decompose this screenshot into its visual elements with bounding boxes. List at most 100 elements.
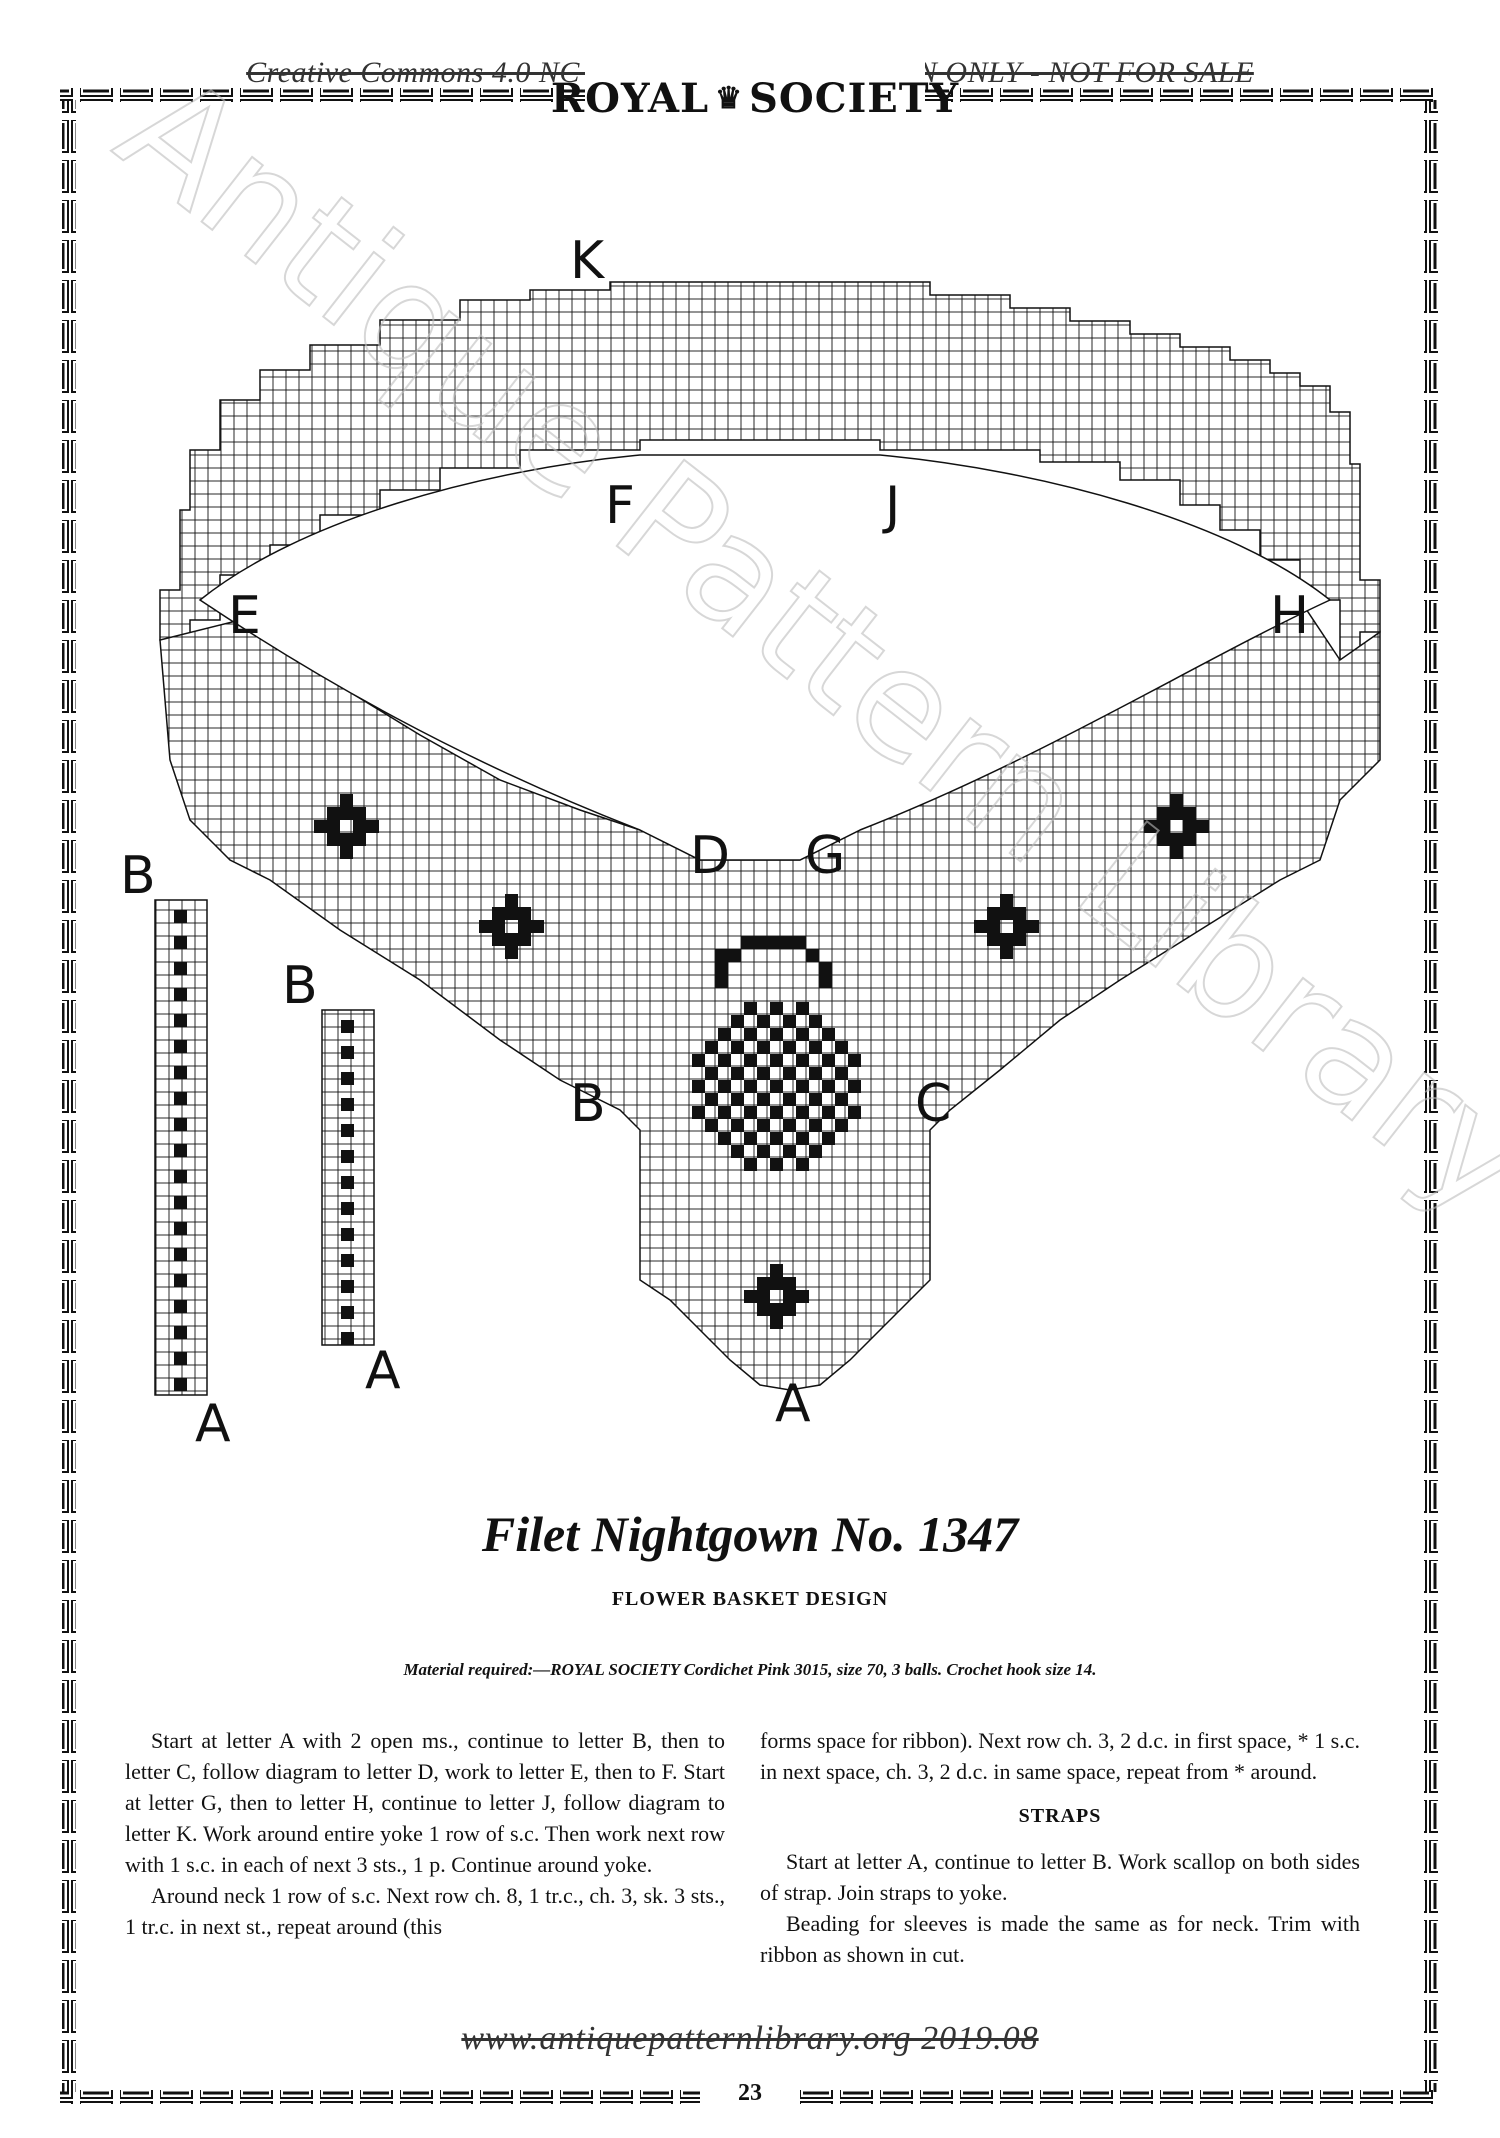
flower-basket-block [783,1093,796,1106]
basket-handle-block [715,975,728,988]
diamond-motif-block [1000,933,1013,946]
strap-bar-block [174,1248,187,1261]
strap-bar-block [174,1196,187,1209]
flower-basket-block [809,1041,822,1054]
diamond-motif-block [1170,846,1183,859]
bottom-motif-block [783,1277,796,1290]
flower-basket-block [744,1002,757,1015]
flower-basket-block [770,1132,783,1145]
diamond-motif-block [353,820,366,833]
strap-bar-block [174,1352,187,1365]
strap-bar-block [174,1118,187,1131]
flower-basket-block [835,1067,848,1080]
basket-handle-block [767,936,780,949]
diamond-motif-block [340,807,353,820]
flower-basket-block [770,1002,783,1015]
flower-basket-block [718,1106,731,1119]
label-k: K [570,231,605,291]
brand-left: ROYAL [550,74,710,122]
flower-basket-block [796,1106,809,1119]
strap-bar-block [341,1228,354,1241]
strap-bar-block [174,1222,187,1235]
flower-basket-block [835,1093,848,1106]
flower-basket-block [744,1054,757,1067]
diamond-motif-block [492,920,505,933]
diamond-motif-block [1144,820,1157,833]
basket-handle-block [819,975,832,988]
strap-bar-block [341,1280,354,1293]
flower-basket-block [796,1028,809,1041]
flower-basket-block [835,1119,848,1132]
label-f: F [605,476,635,536]
instruction-paragraph: forms space for ribbon). Next row ch. 3,… [760,1728,1360,1784]
flower-basket-block [757,1041,770,1054]
flower-basket-block [692,1054,705,1067]
flower-basket-block [718,1054,731,1067]
flower-basket-block [705,1067,718,1080]
diamond-motif-block [1196,820,1209,833]
diamond-motif-block [518,933,531,946]
diamond-motif-block [505,894,518,907]
footer-url: www.antiquepatternlibrary.org 2019.08 [461,2020,1039,2057]
flower-basket-block [705,1093,718,1106]
strap-bar-block [174,1144,187,1157]
flower-basket-block [692,1106,705,1119]
flower-basket-block [783,1067,796,1080]
instructions-left-column: Start at letter A with 2 open ms., conti… [125,1725,725,1942]
flower-basket-block [783,1145,796,1158]
flower-basket-block [770,1080,783,1093]
diamond-motif-block [353,807,366,820]
diamond-motif-block [340,833,353,846]
flower-basket-block [809,1067,822,1080]
flower-basket-block [796,1054,809,1067]
diamond-motif-block [505,933,518,946]
strap-bar-block [174,910,187,923]
strap-bar-block [341,1072,354,1085]
crown-icon: ♛ [715,80,744,116]
basket-handle-block [819,962,832,975]
flower-basket-block [705,1119,718,1132]
basket-handle-block [715,949,728,962]
label-a-strap-long: A [195,1394,231,1454]
basket-handle-block [793,936,806,949]
diamond-motif-block [505,907,518,920]
instruction-paragraph: Around neck 1 row of s.c. Next row ch. 8… [125,1883,725,1939]
strap-bar-block [341,1124,354,1137]
yoke-collar-grid [159,281,1381,661]
instruction-paragraph: Start at letter A with 2 open ms., conti… [125,1728,725,1877]
flower-basket-block [822,1106,835,1119]
strap-bar-block [174,936,187,949]
strap-bar-block [174,1274,187,1287]
straps-heading: STRAPS [1018,1805,1102,1827]
strap-bar-block [174,1326,187,1339]
strap-bar-block [174,1092,187,1105]
diamond-motif-block [1013,907,1026,920]
diamond-motif-block [987,920,1000,933]
diamond-motif-block [1026,920,1039,933]
flower-basket-block [848,1106,861,1119]
diamond-motif-block [1013,920,1026,933]
bottom-motif-block [770,1264,783,1277]
diamond-motif-block [479,920,492,933]
flower-basket-block [822,1054,835,1067]
flower-basket-block [731,1041,744,1054]
flower-basket-block [770,1106,783,1119]
flower-basket-block [783,1015,796,1028]
label-h: H [1270,586,1310,646]
flower-basket-block [770,1028,783,1041]
diamond-motif-block [492,933,505,946]
diamond-motif-block [1000,907,1013,920]
bottom-motif-block [744,1290,757,1303]
diamond-motif-block [1157,807,1170,820]
flower-basket-block [757,1015,770,1028]
diamond-motif-block [518,920,531,933]
flower-basket-block [783,1041,796,1054]
flower-basket-block [848,1080,861,1093]
bottom-motif-block [757,1290,770,1303]
diamond-motif-block [1157,820,1170,833]
flower-basket-block [718,1028,731,1041]
flower-basket-block [796,1080,809,1093]
flower-basket-block [809,1119,822,1132]
bottom-motif-block [757,1303,770,1316]
basket-handle-block [715,962,728,975]
